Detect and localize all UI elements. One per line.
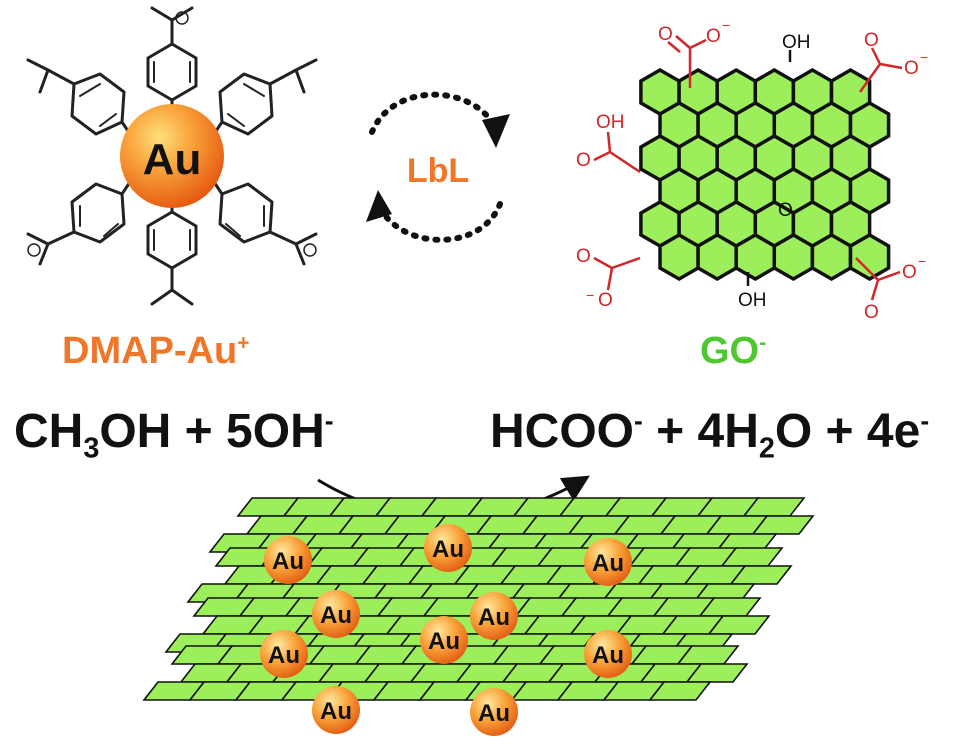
go-label-text: GO [700, 330, 760, 372]
pyridine-ring-upper-right [212, 58, 318, 136]
au-nanoparticle [584, 538, 632, 586]
eq-left-sub: 3 [83, 432, 100, 465]
graphene-cell [707, 615, 771, 635]
au-label-core: Au [143, 135, 202, 184]
equation-right: HCOO- + 4H2O + 4e- [490, 404, 929, 466]
au-nanoparticle [420, 616, 468, 664]
au-nanoparticle-label: Au [320, 698, 352, 725]
go-minus-br: − [918, 253, 926, 269]
go-epoxide-o: O [778, 200, 793, 221]
au-nanoparticle-label: Au [432, 536, 464, 563]
lbl-arrow-top [369, 91, 495, 135]
go-o-tl-1: O [658, 24, 673, 45]
go-group-texts: OH OH O O O − O O − OH O O O − O − O [576, 17, 928, 323]
go-minus-bl: − [586, 287, 594, 303]
pyridine-ring-top [146, 6, 198, 118]
au-nanoparticle [470, 688, 518, 736]
go-hydroxyl-lines [746, 50, 792, 286]
au-nanoparticle-label: Au [320, 602, 352, 629]
go-hexagon [810, 232, 853, 282]
go-o-br-1: O [902, 262, 917, 283]
lbl-cycle-arrows [369, 91, 503, 243]
au-nanoparticle-label: Au [428, 628, 460, 655]
go-honeycomb-sheet [639, 67, 891, 282]
eq-right-b-sub: 2 [758, 432, 775, 465]
dmap-au-label: DMAP-Au+ [62, 330, 249, 373]
eq-right-a: HCOO [490, 405, 634, 458]
go-o-tr-1: O [864, 30, 879, 51]
au-nanoparticle [312, 686, 360, 734]
au-nanoparticle [470, 592, 518, 640]
go-o-bl-1: O [576, 246, 591, 267]
graphene-cell [648, 681, 712, 701]
au-nanoparticle-label: Au [478, 604, 510, 631]
au-nanoparticle [312, 590, 360, 638]
graphene-cell [751, 515, 815, 535]
au-nanoparticle [264, 536, 312, 584]
eq-right-a-charge: - [634, 406, 643, 436]
eq-left-a: CH [14, 405, 84, 458]
pyridine-ring-lower-right [212, 180, 318, 266]
eq-right-c: O + 4e [774, 405, 921, 458]
go-oh-top: OH [782, 32, 811, 53]
eq-right-c-charge: - [920, 406, 930, 436]
lbl-label: LbL [407, 152, 469, 190]
go-hexagon [734, 232, 777, 282]
eq-left-charge: - [324, 406, 334, 436]
go-hexagon [848, 232, 891, 282]
au-nanoparticle [260, 630, 308, 678]
eq-right-b: + 4H [642, 405, 759, 458]
lbl-arrow-bottom [381, 201, 503, 243]
go-o-br-2: O [864, 302, 879, 323]
pyridine-ring-lower-left [26, 180, 132, 266]
au-nanoparticle-label: Au [592, 642, 624, 669]
au-nanoparticle-label: Au [478, 700, 510, 727]
go-oh-bottom: OH [738, 290, 767, 311]
go-o-bl-2: O [598, 290, 613, 311]
pyridine-ring-upper-left [26, 58, 132, 136]
lbl-arrowhead-bottom [366, 190, 392, 222]
au-nanoparticle-label: Au [272, 548, 304, 575]
go-o-tl-2: O [706, 26, 721, 47]
au-nanoparticle-label: Au [592, 550, 624, 577]
graphene-cell [685, 663, 749, 683]
pyridine-ring-bottom [146, 194, 198, 306]
go-hexagon [696, 232, 738, 282]
go-minus-tl: − [722, 17, 730, 33]
gold-nanoparticle-core [120, 104, 224, 208]
go-oh-left: OH [596, 112, 625, 133]
dmap-au-charge: + [237, 331, 250, 355]
dmap-au-label-text: DMAP-Au [62, 330, 238, 372]
go-label-charge: - [759, 331, 767, 355]
equation-left: CH3OH + 5OH- [14, 404, 334, 466]
au-nanoparticle-label: Au [268, 642, 300, 669]
go-minus-tr: − [920, 49, 928, 65]
au-nanoparticle [424, 524, 472, 572]
eq-left-b: OH + 5OH [99, 405, 325, 458]
go-o-left: O [576, 150, 591, 171]
go-label: GO- [700, 330, 766, 373]
graphene-cell [729, 565, 793, 585]
au-nanoparticle [584, 630, 632, 678]
go-o-tr-2: O [904, 58, 919, 79]
go-hexagon [772, 232, 815, 282]
lbl-arrowhead-top [482, 114, 510, 148]
go-functional-groups [593, 35, 903, 301]
go-hexagon [658, 232, 700, 282]
